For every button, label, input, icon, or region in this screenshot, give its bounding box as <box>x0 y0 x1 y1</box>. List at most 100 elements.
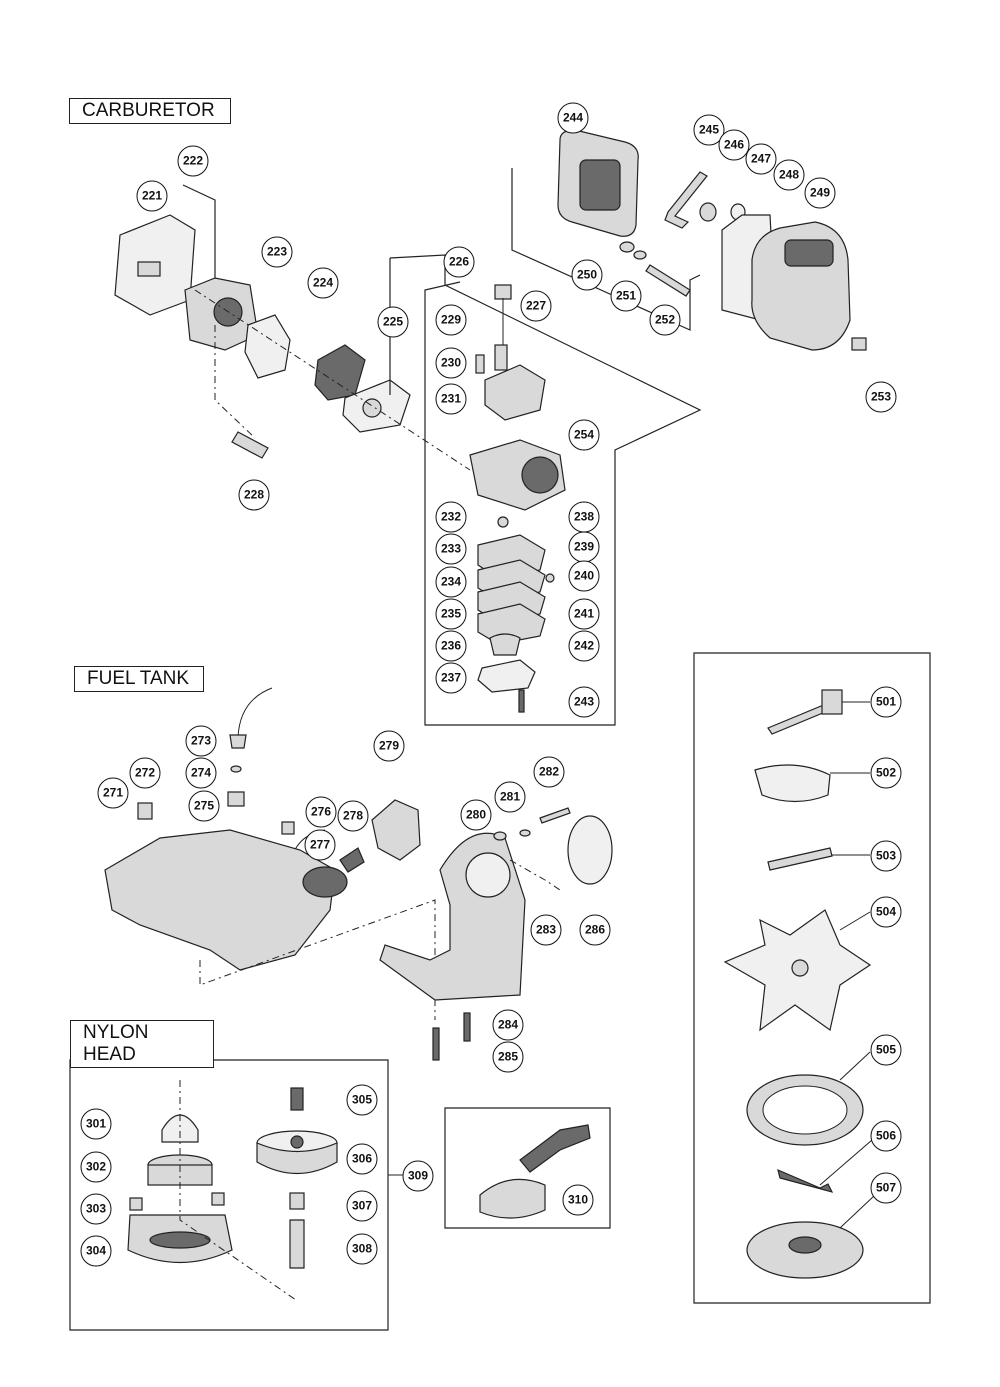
eyelet-303b <box>211 1192 225 1206</box>
hose-273 <box>237 687 273 738</box>
bolt-252-shape <box>645 264 691 297</box>
part-240-shape <box>545 573 555 583</box>
plate-224-shape <box>314 344 366 401</box>
callout-222: 222 <box>177 145 209 177</box>
washer-251-shape <box>633 250 647 260</box>
spring-301-shape <box>161 1114 199 1143</box>
blade-504-hole <box>791 959 809 977</box>
washer-250-shape <box>619 241 635 253</box>
cup-236-shape <box>489 633 521 656</box>
nylon-head-group <box>69 1059 611 1331</box>
callout-226: 226 <box>443 246 475 278</box>
part-281-shape <box>519 829 531 837</box>
gasket-223-shape <box>244 314 291 379</box>
carb-bore <box>521 456 559 494</box>
callout-284: 284 <box>492 1009 524 1041</box>
head-310-shape <box>479 1178 546 1219</box>
callout-252: 252 <box>649 304 681 336</box>
callout-306: 306 <box>346 1143 378 1175</box>
callout-250: 250 <box>571 259 603 291</box>
eyelet-303a <box>129 1197 143 1211</box>
callout-305: 305 <box>346 1084 378 1116</box>
spring-308-shape <box>289 1219 305 1269</box>
callout-310: 310 <box>562 1184 594 1216</box>
part-273-shape <box>229 734 247 749</box>
ring-505-inner <box>762 1085 848 1135</box>
callout-309: 309 <box>402 1160 434 1192</box>
callout-304: 304 <box>80 1235 112 1267</box>
part-272-shape <box>137 802 153 820</box>
wrench-501-socket <box>821 689 843 715</box>
cover-249-badge <box>784 239 834 267</box>
part-232-shape <box>497 516 509 528</box>
callout-278: 278 <box>337 800 369 832</box>
callout-241: 241 <box>568 598 600 630</box>
callout-233: 233 <box>435 533 467 565</box>
frame-244 <box>511 168 701 331</box>
callout-242: 242 <box>568 630 600 662</box>
nut-307-shape <box>289 1192 305 1210</box>
callout-229: 229 <box>435 304 467 336</box>
accessories-group <box>693 652 931 1304</box>
part-277-shape <box>281 821 295 835</box>
carburetor-group <box>114 129 867 726</box>
cap-279-shape <box>371 799 421 861</box>
callout-301: 301 <box>80 1108 112 1140</box>
lever-245-shape <box>664 171 708 229</box>
screw-230-shape <box>475 354 485 374</box>
callout-505: 505 <box>870 1034 902 1066</box>
callout-501: 501 <box>870 686 902 718</box>
callout-249: 249 <box>804 177 836 209</box>
callout-253: 253 <box>865 381 897 413</box>
section-title-carburetor: CARBURETOR <box>69 98 231 124</box>
callout-283: 283 <box>530 914 562 946</box>
leader-506 <box>819 1139 873 1186</box>
callout-223: 223 <box>261 236 293 268</box>
callout-231: 231 <box>435 383 467 415</box>
callout-272: 272 <box>129 757 161 789</box>
leader-507 <box>839 1194 876 1229</box>
callout-236: 236 <box>435 630 467 662</box>
callout-246: 246 <box>718 129 750 161</box>
callout-503: 503 <box>870 840 902 872</box>
frame-310 <box>444 1107 611 1229</box>
callout-271: 271 <box>97 777 129 809</box>
goggles-502-shape <box>754 764 831 803</box>
tank-271-neck <box>302 866 348 898</box>
callout-275: 275 <box>188 790 220 822</box>
cover-306-hub <box>290 1135 304 1149</box>
callout-234: 234 <box>435 566 467 598</box>
callout-247: 247 <box>745 143 777 175</box>
callout-277: 277 <box>304 829 336 861</box>
callout-244: 244 <box>557 102 589 134</box>
fuel-tank-group <box>104 687 613 1061</box>
bolt-282-shape <box>539 807 571 824</box>
callout-286: 286 <box>579 914 611 946</box>
callout-276: 276 <box>305 796 337 828</box>
callout-238: 238 <box>568 501 600 533</box>
callout-237: 237 <box>435 662 467 694</box>
leader-505 <box>839 1051 871 1081</box>
cover-306-side <box>256 1142 338 1175</box>
callout-251: 251 <box>610 280 642 312</box>
callout-240: 240 <box>568 560 600 592</box>
callout-235: 235 <box>435 598 467 630</box>
bolt-284-shape <box>463 1012 471 1042</box>
callout-279: 279 <box>373 730 405 762</box>
callout-248: 248 <box>773 159 805 191</box>
gasket-225-hole <box>362 398 382 418</box>
callout-225: 225 <box>377 306 409 338</box>
part-253-shape <box>851 337 867 351</box>
axis-286 <box>509 859 561 891</box>
callout-507: 507 <box>870 1172 902 1204</box>
hexkey-506-shape <box>777 1168 834 1193</box>
callout-506: 506 <box>870 1120 902 1152</box>
callout-239: 239 <box>568 531 600 563</box>
screw-243-shape <box>518 689 525 713</box>
callout-227: 227 <box>520 290 552 322</box>
bracket-283-hole <box>465 852 511 898</box>
part-305-shape <box>290 1087 304 1111</box>
axis-228 <box>214 325 256 439</box>
callout-302: 302 <box>80 1151 112 1183</box>
